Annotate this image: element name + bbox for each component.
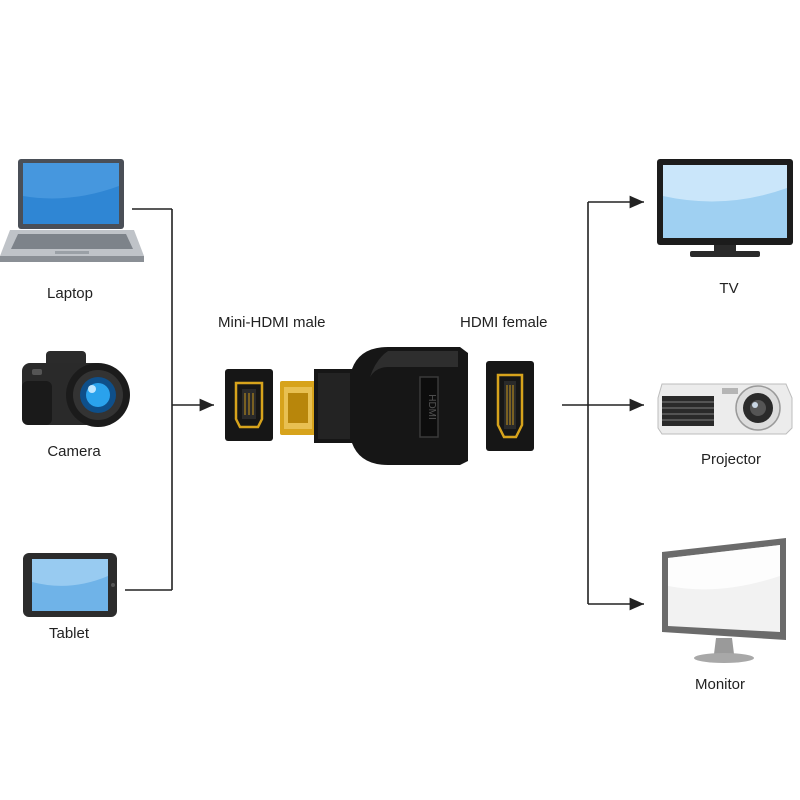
laptop-icon: [0, 159, 144, 262]
input-bracket: [125, 208, 214, 591]
output-bracket: [562, 195, 644, 611]
laptop-label: Laptop: [47, 285, 93, 302]
tv-label: TV: [719, 280, 739, 297]
tv-icon: [657, 159, 793, 257]
projector-label: Projector: [700, 451, 762, 468]
camera-label: Camera: [47, 443, 101, 460]
adapter-icon: HDMI: [280, 347, 468, 465]
hdmi-port-icon: [486, 361, 534, 451]
tablet-label: Tablet: [48, 625, 90, 642]
monitor-label: Monitor: [694, 676, 746, 693]
tablet-icon: [23, 553, 117, 617]
projector-icon: [657, 383, 793, 435]
hdmi-label: HDMI female: [460, 314, 548, 331]
monitor-icon: [662, 538, 786, 663]
mini-hdmi-port-icon: [225, 369, 273, 441]
camera-icon: [22, 351, 130, 427]
mini-hdmi-label: Mini-HDMI male: [218, 314, 326, 331]
svg-text:HDMI: HDMI: [426, 394, 437, 420]
